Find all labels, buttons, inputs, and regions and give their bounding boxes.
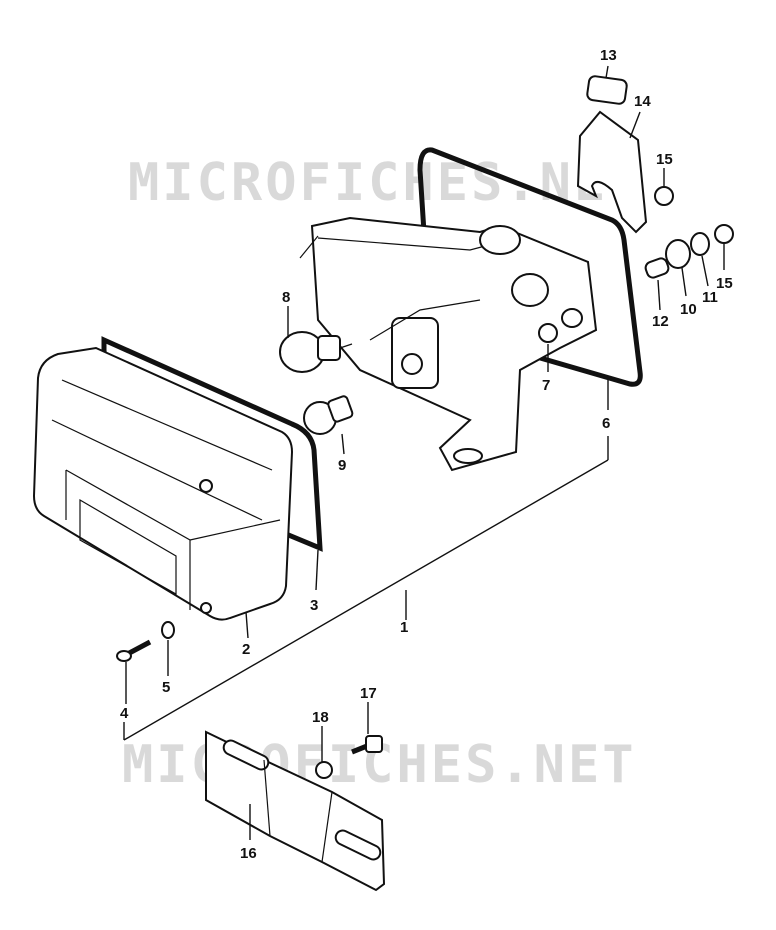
part-1-housing	[299, 216, 598, 472]
part-8-bulb	[279, 331, 353, 373]
callout-11: 11	[702, 289, 718, 306]
callout-13: 13	[600, 47, 617, 64]
part-11-washer	[690, 232, 710, 256]
callout-17: 17	[360, 685, 377, 702]
part-2-lens	[32, 346, 294, 621]
callout-3: 3	[310, 597, 318, 614]
part-9-bulb	[303, 395, 354, 435]
part-5-washer	[161, 621, 175, 639]
callout-4: 4	[120, 705, 129, 722]
callout-6: 6	[602, 415, 610, 432]
part-17-bolt	[351, 735, 383, 755]
part-12-collar	[644, 257, 670, 279]
part-15-nut-upper	[654, 186, 674, 206]
part-16-plate-bracket	[205, 730, 386, 892]
callout-5: 5	[162, 679, 170, 696]
part-4-screw	[116, 639, 152, 662]
part-18-nut	[315, 761, 333, 779]
part-10-washer	[665, 239, 691, 269]
watermark-top: MICROFICHES.NET	[128, 153, 643, 213]
callout-15-upper: 15	[656, 151, 673, 168]
callout-14: 14	[634, 93, 651, 110]
callout-16: 16	[240, 845, 257, 862]
callout-2: 2	[242, 641, 250, 658]
callout-15-lower: 15	[716, 275, 733, 292]
callout-8: 8	[282, 289, 290, 306]
leader-lines	[123, 65, 725, 840]
part-14-bracket	[576, 110, 648, 234]
callout-9: 9	[338, 457, 346, 474]
callout-12: 12	[652, 313, 669, 330]
part-7-grommet	[538, 323, 558, 343]
part-6-gasket	[417, 147, 643, 387]
callouts: 13 14 15 15 10 11 12 7 6 8 9 3 2 1 5 4 1…	[120, 47, 733, 862]
callout-18: 18	[312, 709, 329, 726]
callout-10: 10	[680, 301, 697, 318]
part-13-cap	[586, 75, 628, 105]
callout-7: 7	[542, 377, 550, 394]
callout-1: 1	[400, 619, 408, 636]
part-15-nut-lower	[714, 224, 734, 244]
